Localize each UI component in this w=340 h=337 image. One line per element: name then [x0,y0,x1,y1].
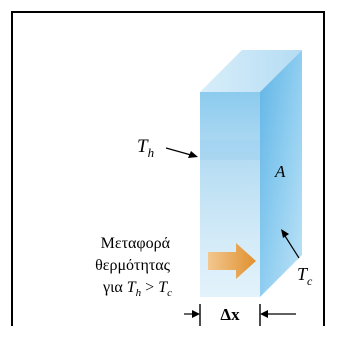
area-label: A [274,162,286,181]
heat-transfer-line3: για Th > Tc [102,279,172,299]
slab-side-face [260,50,302,297]
th-pointer-arrow [165,147,198,158]
heat-flow-arrow [208,243,256,279]
tc-pointer-arrow [281,229,300,259]
heat-transfer-line1: Μεταφορά [101,235,171,252]
delta-x-label: Δx [220,305,240,324]
heat-transfer-line2: θερμότητας [95,257,171,274]
slab-front-highlight [200,140,260,160]
delta-x-dimension [184,304,296,326]
th-label: Th [137,136,154,160]
tc-label: Tc [297,264,313,288]
slab-top-face [200,50,302,92]
figure-frame [11,11,325,326]
